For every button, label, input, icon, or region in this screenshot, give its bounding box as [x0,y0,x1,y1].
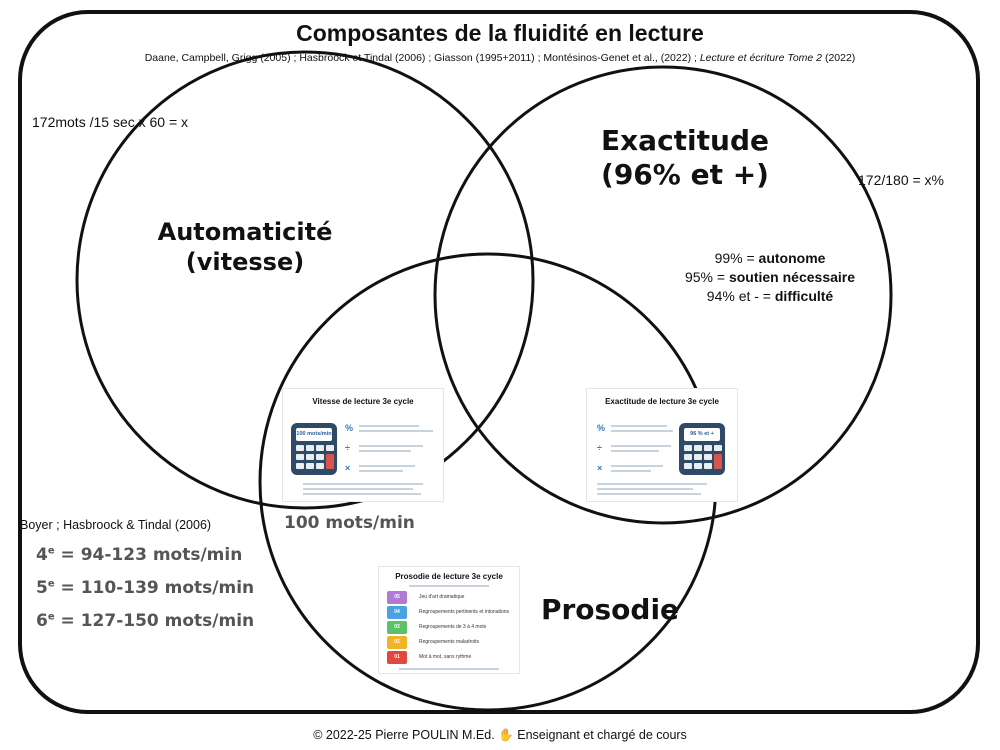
formula-accuracy: 172/180 = x% [858,172,945,188]
prosody-level-label: Regroupements de 3 à 4 mots [419,624,487,630]
accuracy-level-prefix: 99% = [714,250,759,266]
references-book: Lecture et écriture Tome 2 [699,52,823,64]
norm-grade-4: 4e = 94-123 mots/min [36,545,242,565]
rounded-frame [18,10,980,714]
prosody-level-badge: 02 [394,639,400,645]
accuracy-level-prefix: 94% et - = [706,288,775,304]
prosody-level-badge: 03 [394,624,400,630]
thumbnail-speed: Vitesse de lecture 3e cycle 100 mots/min… [282,388,444,502]
label-exactitude-line2: (96% et +) [601,158,769,191]
label-automaticite: Automaticité (vitesse) [140,217,350,277]
prosody-level-label: Regroupements pertinents et intonations [419,609,510,615]
calculator-screen: 96 % et + [684,428,720,441]
percent-icon: % [597,423,606,433]
accuracy-level-difficulte: 94% et - = difficulté [660,287,880,306]
label-automaticite-line2: (vitesse) [185,248,305,276]
prosody-level-badge: 04 [394,609,400,615]
thumbnail-accuracy-title: Exactitude de lecture 3e cycle [605,397,719,406]
accuracy-level-autonome: 99% = autonome [660,249,880,268]
circle-accuracy [433,65,893,525]
norm-sup: e [47,578,55,590]
accuracy-level-prefix: 95% = [684,269,729,285]
accuracy-level-label: soutien nécessaire [728,269,856,285]
formula-speed: 172mots /15 sec x 60 = x [32,114,189,130]
norm-sup: e [47,545,55,557]
norm-grade: 4 [36,545,48,565]
accuracy-level-label: difficulté [774,288,834,304]
prosody-level-2: 02 [387,636,407,649]
calculator-icon: 96 % et + [679,423,725,475]
norm-grade-5: 5e = 110-139 mots/min [36,578,254,598]
references: Daane, Campbell, Grigg (2005) ; Hasbrooc… [0,52,1000,64]
accuracy-level-soutien: 95% = soutien nécessaire [660,268,880,287]
label-exactitude-line1: Exactitude [600,124,769,157]
thumbnail-speed-title: Vitesse de lecture 3e cycle [312,397,414,406]
prosody-level-3: 03 [387,621,407,634]
thumbnail-prosody-title: Prosodie de lecture 3e cycle [395,572,503,581]
prosody-level-4: 04 [387,606,407,619]
accuracy-level-label: autonome [758,250,826,266]
norm-range: = 110-139 mots/min [54,578,255,598]
label-automaticite-line1: Automaticité [157,218,333,246]
percent-icon: % [345,423,354,433]
norm-sup: e [47,611,55,623]
footer-role: Enseignant et chargé de cours [517,728,687,742]
prosody-level-1: 01 [387,651,407,664]
norm-range: = 127-150 mots/min [54,611,255,631]
calculator-screen: 100 mots/min [296,428,332,441]
page-title: Composantes de la fluidité en lecture [296,20,704,46]
footer: © 2022-25 Pierre POULIN M.Ed. ✋ Enseigna… [0,728,1000,743]
thumbnail-prosody: Prosodie de lecture 3e cycle 05 Jeu d'ar… [378,566,520,674]
circle-speed [75,50,535,510]
references-authors: Daane, Campbell, Grigg (2005) ; Hasbrooc… [144,52,697,64]
references-year: (2022) [822,52,856,64]
label-prosodie: Prosodie [540,593,680,626]
calculator-icon: 100 mots/min [291,423,337,475]
divide-icon: ÷ [597,443,602,453]
prosody-level-label: Mot à mot, sans rythme [419,654,472,660]
prosody-level-label: Regroupements maladroits [419,639,480,645]
accuracy-levels: 99% = autonome 95% = soutien nécessaire … [660,249,880,306]
prosody-level-label: Jeu d'art dramatique [419,594,465,600]
prosody-level-5: 05 [387,591,407,604]
prosody-level-badge: 01 [394,654,400,660]
thumbnail-accuracy: Exactitude de lecture 3e cycle % ÷ × 96 … [586,388,738,502]
center-value: 100 mots/min [284,513,415,533]
multiply-icon: × [345,463,351,473]
footer-copyright: © 2022-25 Pierre POULIN M.Ed. [313,728,495,742]
divide-icon: ÷ [345,443,350,453]
label-exactitude: Exactitude (96% et +) [575,124,795,192]
norm-grade: 5 [36,578,48,598]
hand-icon: ✋ [498,728,514,742]
norms-source: Boyer ; Hasbroock & Tindal (2006) [20,518,212,532]
multiply-icon: × [597,463,603,473]
prosody-level-badge: 05 [394,594,400,600]
norm-range: = 94-123 mots/min [54,545,243,565]
norm-grade: 6 [36,611,48,631]
norm-grade-6: 6e = 127-150 mots/min [36,611,254,631]
